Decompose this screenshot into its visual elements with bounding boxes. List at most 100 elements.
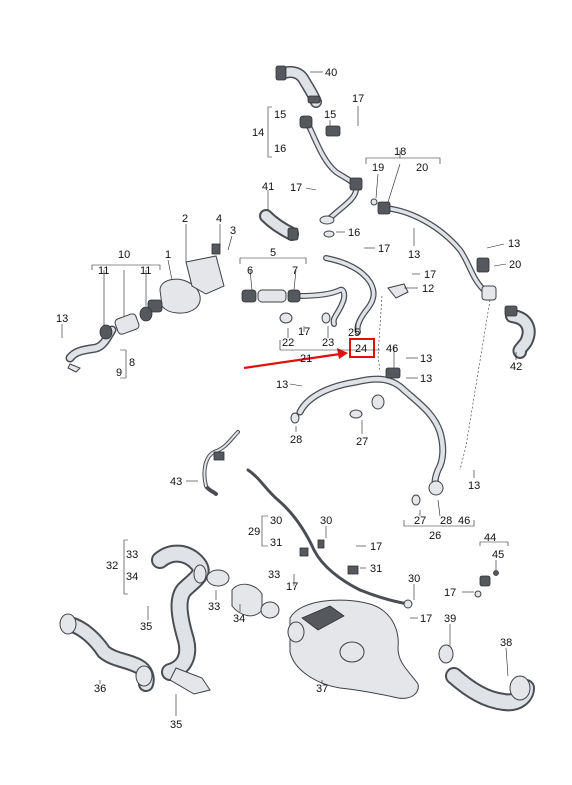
label-6: 6 <box>247 265 253 277</box>
label-17: 17 <box>420 613 432 625</box>
sleeve-34 <box>231 583 263 617</box>
dash-24-26 <box>377 295 383 373</box>
label-31: 31 <box>270 537 282 549</box>
label-22: 22 <box>282 337 294 349</box>
label-2: 2 <box>182 213 188 225</box>
label-7: 7 <box>292 265 298 277</box>
block-37 <box>287 599 419 699</box>
label-17: 17 <box>298 326 310 338</box>
label-27: 27 <box>414 515 426 527</box>
label-17: 17 <box>352 93 364 105</box>
hose-36 <box>59 613 155 692</box>
label-35: 35 <box>170 719 182 731</box>
label-45: 45 <box>492 549 504 561</box>
label-13: 13 <box>408 249 420 261</box>
label-31: 31 <box>370 563 382 575</box>
label-20: 20 <box>416 162 428 174</box>
label-13: 13 <box>420 373 432 385</box>
label-15: 15 <box>274 109 286 121</box>
label-46: 46 <box>458 515 470 527</box>
label-26: 26 <box>429 530 441 542</box>
label-19: 19 <box>372 162 384 174</box>
label-13: 13 <box>468 480 480 492</box>
label-43: 43 <box>170 476 182 488</box>
pipe-8-9-10-11 <box>65 306 153 373</box>
label-4: 4 <box>216 213 222 225</box>
label-12: 12 <box>422 283 434 295</box>
label-15: 15 <box>324 109 336 121</box>
hose-40 <box>275 65 322 108</box>
part-labels: 40 17 15 15 14 16 18 19 20 41 17 16 17 1… <box>56 67 522 731</box>
label-21: 21 <box>300 353 312 365</box>
label-25: 25 <box>348 327 360 339</box>
label-30: 30 <box>320 515 332 527</box>
label-5: 5 <box>270 247 276 259</box>
clamp-33-b <box>260 601 280 619</box>
clamp-33-a <box>206 569 230 587</box>
label-13: 13 <box>420 353 432 365</box>
label-17: 17 <box>444 587 456 599</box>
label-24: 24 <box>355 343 367 355</box>
label-34: 34 <box>126 571 138 583</box>
red-arrow <box>243 348 348 370</box>
label-40: 40 <box>325 67 337 79</box>
label-13: 13 <box>508 238 520 250</box>
label-28: 28 <box>290 434 302 446</box>
pipe-14-16 <box>299 115 363 225</box>
label-3: 3 <box>230 225 236 237</box>
label-10: 10 <box>118 249 130 261</box>
label-35: 35 <box>140 621 152 633</box>
label-37: 37 <box>316 683 328 695</box>
clamp-39 <box>438 644 454 664</box>
label-38: 38 <box>500 637 512 649</box>
pipe-12 <box>295 255 409 335</box>
line-43 <box>202 430 240 496</box>
label-34: 34 <box>233 613 245 625</box>
hose-42 <box>504 305 536 359</box>
label-13: 13 <box>56 313 68 325</box>
hose-38 <box>445 667 535 712</box>
oring-16 <box>323 230 335 238</box>
pipe-18 <box>377 201 497 301</box>
pipe-5-6-7 <box>241 289 331 324</box>
elbow-41 <box>259 209 299 241</box>
label-33: 33 <box>208 601 220 613</box>
label-33: 33 <box>268 569 280 581</box>
clip-44 <box>474 570 499 598</box>
label-39: 39 <box>444 613 456 625</box>
label-9: 9 <box>116 367 122 379</box>
label-42: 42 <box>510 361 522 373</box>
label-17: 17 <box>370 541 382 553</box>
line-29 <box>246 468 413 609</box>
label-14: 14 <box>252 127 264 139</box>
label-36: 36 <box>94 683 106 695</box>
label-16: 16 <box>274 143 286 155</box>
label-17: 17 <box>290 182 302 194</box>
oring-27-28 <box>290 409 421 506</box>
clip-15 <box>325 125 341 137</box>
label-44: 44 <box>484 532 496 544</box>
label-30: 30 <box>270 515 282 527</box>
label-20: 20 <box>509 259 521 271</box>
pipe-26 <box>296 367 447 496</box>
label-27: 27 <box>356 436 368 448</box>
label-33: 33 <box>126 549 138 561</box>
label-17: 17 <box>424 269 436 281</box>
label-11: 11 <box>140 265 151 277</box>
oring-19 <box>370 198 378 206</box>
label-32: 32 <box>106 560 118 572</box>
highlight-box-24 <box>349 338 375 358</box>
label-29: 29 <box>248 526 260 538</box>
label-17: 17 <box>378 243 390 255</box>
label-41: 41 <box>262 181 274 193</box>
leaders <box>61 71 517 716</box>
label-46: 46 <box>386 343 398 355</box>
label-17: 17 <box>286 581 298 593</box>
label-23: 23 <box>322 337 334 349</box>
label-28: 28 <box>440 515 452 527</box>
dash-18-42 <box>459 299 491 471</box>
label-8: 8 <box>129 357 135 369</box>
label-16: 16 <box>348 227 360 239</box>
label-13: 13 <box>276 379 288 391</box>
